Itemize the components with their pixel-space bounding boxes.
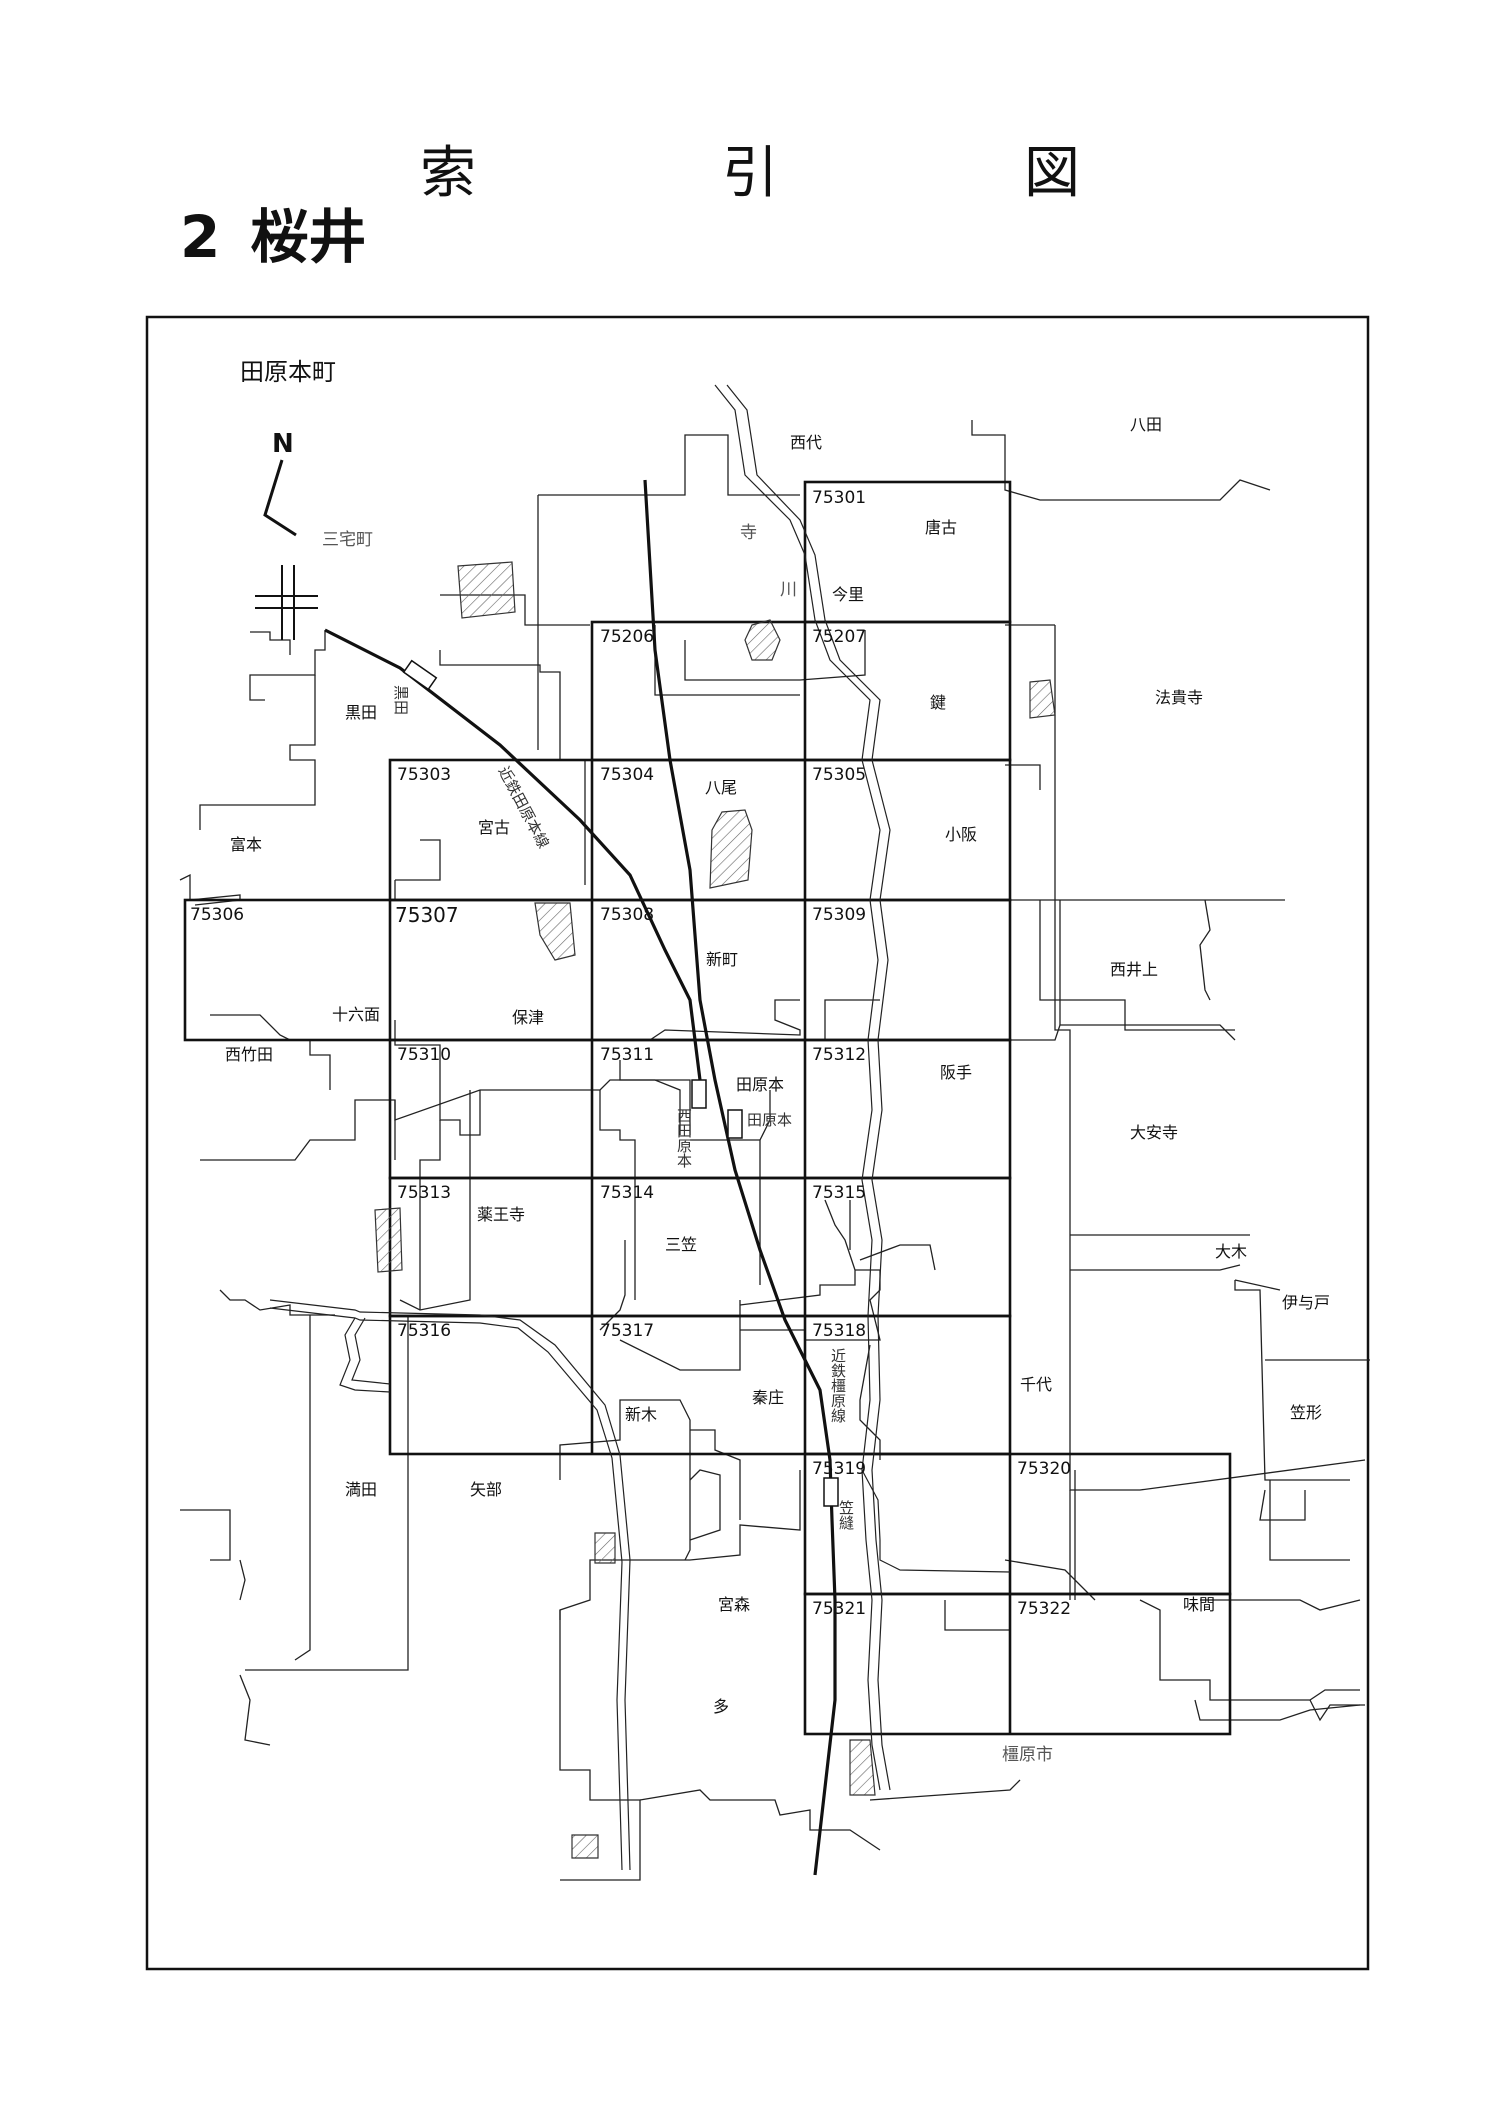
place-label: 三笠 bbox=[665, 1235, 697, 1254]
place-label: 西竹田 bbox=[225, 1045, 273, 1064]
place-label: 八田 bbox=[1130, 415, 1162, 434]
place-label: 川 bbox=[780, 580, 797, 600]
grid-code: 75301 bbox=[812, 488, 866, 508]
grid-code: 75312 bbox=[812, 1045, 866, 1065]
place-label: 西代 bbox=[790, 433, 822, 452]
grid-code: 75308 bbox=[600, 905, 654, 925]
place-label: 小阪 bbox=[945, 825, 977, 844]
place-label: 新町 bbox=[706, 950, 738, 969]
place-label: 伊与戸 bbox=[1282, 1293, 1330, 1312]
area-label: 田原本町 bbox=[240, 358, 336, 386]
place-label: 味間 bbox=[1183, 1595, 1215, 1614]
place-label: 寺 bbox=[740, 523, 757, 543]
index-grid bbox=[183, 480, 1232, 1736]
place-label: 唐古 bbox=[925, 518, 957, 537]
line-label: 近鉄橿原線 bbox=[829, 1348, 847, 1423]
grid-code: 75320 bbox=[1017, 1459, 1071, 1479]
place-label: 大安寺 bbox=[1130, 1123, 1178, 1142]
nishi-tawaramoto-station bbox=[691, 1079, 707, 1109]
grid-code: 75206 bbox=[600, 627, 654, 647]
hatched-areas bbox=[374, 561, 1056, 1859]
city-name: 桜井 bbox=[250, 203, 367, 271]
grid-code: 75322 bbox=[1017, 1599, 1071, 1619]
sheet-row-75310[interactable] bbox=[388, 1038, 1012, 1180]
grid-code-labels: 75301 75206 75207 75303 75304 75305 7530… bbox=[190, 488, 1071, 1619]
map-subtitle: 2 桜井 bbox=[180, 190, 366, 274]
place-label: 千代 bbox=[1020, 1375, 1052, 1394]
place-label: 富本 bbox=[230, 835, 262, 854]
place-label: 宮森 bbox=[718, 1595, 750, 1614]
place-label: 多 bbox=[713, 1697, 729, 1716]
grid-code: 75307 bbox=[395, 903, 459, 927]
kintetsu-kashihara-line bbox=[643, 479, 837, 1876]
place-label: 秦庄 bbox=[752, 1388, 784, 1407]
place-label: 大木 bbox=[1215, 1242, 1247, 1261]
grid-code: 75207 bbox=[812, 627, 866, 647]
place-label: 阪手 bbox=[940, 1063, 972, 1082]
grid-code: 75311 bbox=[600, 1045, 654, 1065]
place-label: 薬王寺 bbox=[477, 1205, 525, 1224]
place-label: 新木 bbox=[625, 1405, 657, 1424]
grid-code: 75315 bbox=[812, 1183, 866, 1203]
place-labels: 西代 八田 三宅町 唐古 寺 川 今里 鍵 法貴寺 黒田 富本 宮古 八尾 小阪… bbox=[225, 415, 1330, 1765]
sheet-row-75316[interactable] bbox=[388, 1314, 1012, 1456]
map-number: 2 bbox=[180, 203, 221, 271]
place-label: 保津 bbox=[512, 1008, 544, 1027]
place-label: 十六面 bbox=[332, 1005, 380, 1024]
place-label: 西井上 bbox=[1110, 960, 1158, 979]
grid-code: 75319 bbox=[812, 1459, 866, 1479]
kasanui-station bbox=[823, 1477, 839, 1507]
station-label: 田原本 bbox=[747, 1111, 792, 1129]
place-label: 田原本 bbox=[736, 1075, 784, 1094]
place-label: 矢部 bbox=[470, 1480, 502, 1499]
rivers bbox=[269, 384, 1011, 1871]
grid-code: 75313 bbox=[397, 1183, 451, 1203]
grid-code: 75317 bbox=[600, 1321, 654, 1341]
grid-code: 75314 bbox=[600, 1183, 654, 1203]
place-label: 満田 bbox=[345, 1480, 377, 1499]
tawaramoto-station bbox=[727, 1109, 743, 1139]
grid-code: 75305 bbox=[812, 765, 866, 785]
place-label: 橿原市 bbox=[1002, 1745, 1053, 1765]
railways bbox=[324, 479, 839, 1876]
grid-code: 75309 bbox=[812, 905, 866, 925]
grid-code: 75318 bbox=[812, 1321, 866, 1341]
kuroda-station bbox=[402, 659, 438, 691]
station-label: 笠縫 bbox=[837, 1500, 855, 1530]
place-label: 法貴寺 bbox=[1155, 688, 1203, 707]
grid-code: 75316 bbox=[397, 1321, 451, 1341]
place-label: 黒田 bbox=[345, 703, 377, 722]
place-label: 三宅町 bbox=[322, 530, 373, 550]
grid-code: 75310 bbox=[397, 1045, 451, 1065]
sheet-row-75321[interactable] bbox=[803, 1592, 1232, 1736]
grid-code: 75321 bbox=[812, 1599, 866, 1619]
rail-labels: 黒田 近鉄田原本線 西田原本 田原本 近鉄橿原線 笠縫 bbox=[392, 685, 855, 1530]
station-label: 西田原本 bbox=[675, 1108, 693, 1168]
district-boundaries bbox=[179, 420, 1370, 1881]
map-frame bbox=[145, 315, 1370, 1971]
grid-code: 75304 bbox=[600, 765, 654, 785]
grid-code: 75303 bbox=[397, 765, 451, 785]
place-label: 八尾 bbox=[705, 778, 737, 797]
place-label: 今里 bbox=[832, 585, 864, 604]
place-label: 鍵 bbox=[930, 693, 946, 712]
place-label: 笠形 bbox=[1290, 1403, 1322, 1422]
north-arrow-icon: N bbox=[255, 429, 318, 640]
svg-text:N: N bbox=[272, 429, 294, 459]
grid-code: 75306 bbox=[190, 905, 244, 925]
page-title: 索 引 図 bbox=[420, 141, 1175, 206]
line-label: 近鉄田原本線 bbox=[494, 763, 552, 851]
station-label: 黒田 bbox=[392, 685, 410, 715]
sheet-row-75313[interactable] bbox=[388, 1176, 1012, 1318]
place-label: 宮古 bbox=[478, 818, 510, 837]
